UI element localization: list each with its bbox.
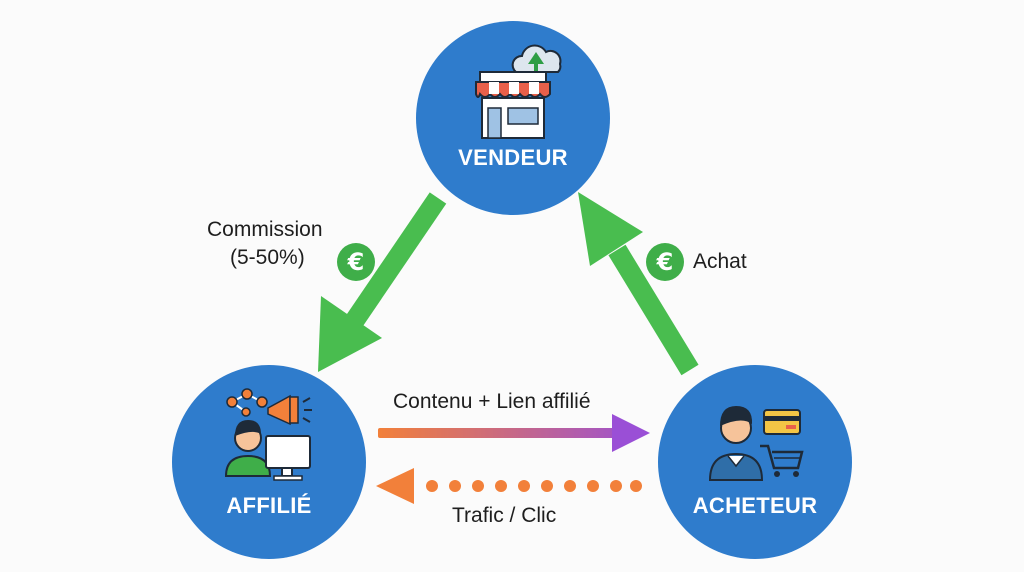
buyer-icon: [708, 406, 804, 481]
commission-arrow: [318, 192, 447, 372]
storefront-icon: [475, 44, 562, 139]
acheteur-label: ACHETEUR: [692, 493, 818, 518]
achat-euro-icon: €: [646, 243, 684, 281]
vendeur-label: VENDEUR: [458, 145, 568, 170]
commission-percent-label: (5-50%): [230, 246, 305, 269]
commission-label: Commission: [207, 218, 323, 241]
trafic-clic-label: Trafic / Clic: [452, 504, 557, 527]
marketer-icon: [224, 388, 312, 481]
contenu-lien-label: Contenu + Lien affilié: [393, 390, 591, 413]
achat-label: Achat: [693, 250, 747, 273]
contenu-arrow: [378, 414, 650, 452]
commission-euro-icon: €: [337, 243, 375, 281]
achat-arrow: [578, 192, 699, 376]
trafic-arrow: [376, 468, 642, 504]
affilie-label: AFFILIÉ: [226, 493, 312, 518]
